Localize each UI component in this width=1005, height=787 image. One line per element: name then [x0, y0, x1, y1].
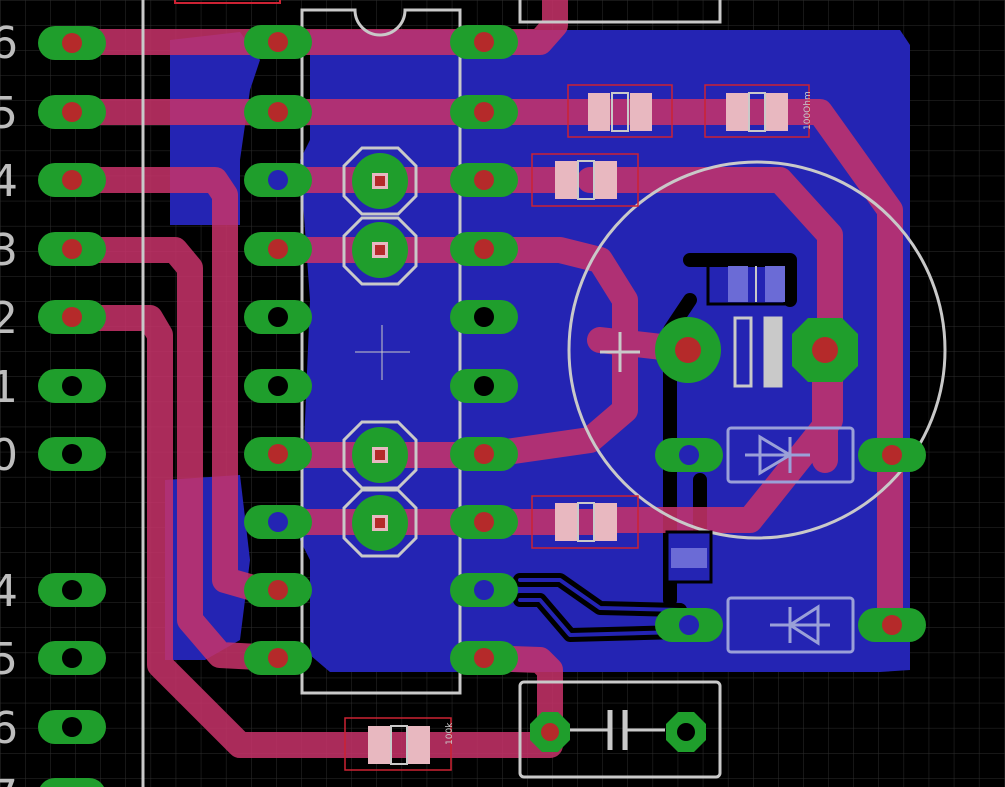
diode-pads: [655, 438, 926, 642]
header-pin[interactable]: [38, 437, 106, 471]
smd-part-vertical[interactable]: [665, 530, 713, 584]
pin-label: 0: [0, 430, 18, 481]
smd-resistors: 100Ohm 100k: [344, 84, 813, 771]
header-pin[interactable]: [38, 95, 106, 129]
ic-pin[interactable]: [450, 573, 518, 607]
vias: [352, 153, 408, 551]
pin-label: 6: [0, 703, 18, 754]
ic-pin[interactable]: [244, 369, 312, 403]
via[interactable]: [352, 495, 408, 551]
diode-pad[interactable]: [655, 608, 723, 642]
ceramic-cap-pad[interactable]: [666, 712, 706, 752]
pin-label: 4: [0, 566, 18, 617]
ceramic-cap-pad[interactable]: [530, 712, 570, 752]
diode-pad[interactable]: [655, 438, 723, 472]
ic-pin[interactable]: [450, 505, 518, 539]
ic-pin[interactable]: [450, 232, 518, 266]
bottom-traces: [518, 578, 682, 637]
diode-pad[interactable]: [858, 608, 926, 642]
ic-pin[interactable]: [244, 25, 312, 59]
header-pins: [38, 26, 106, 787]
ic-pin[interactable]: [450, 300, 518, 334]
resistor-r5-value: 100k: [445, 722, 455, 745]
header-pin[interactable]: [38, 641, 106, 675]
cap-pad-negative[interactable]: [792, 318, 858, 382]
via-outlines: [342, 146, 418, 558]
via[interactable]: [352, 153, 408, 209]
pin-label: 2: [0, 293, 18, 344]
pin-label: 5: [0, 634, 18, 685]
header-pin[interactable]: [38, 300, 106, 334]
header-pin[interactable]: [38, 26, 106, 60]
resistor-r3[interactable]: [531, 153, 639, 207]
ic-pin[interactable]: [244, 95, 312, 129]
ic-pin[interactable]: [244, 641, 312, 675]
electrolytic-cap-pads: [655, 317, 858, 383]
ic-pin[interactable]: [244, 437, 312, 471]
partial-component-outline: [174, 0, 281, 4]
ic-pin[interactable]: [244, 505, 312, 539]
via[interactable]: [352, 427, 408, 483]
pin-label: 5: [0, 88, 18, 139]
pin-label: 3: [0, 225, 18, 276]
ic-pin[interactable]: [244, 300, 312, 334]
header-pin[interactable]: [38, 163, 106, 197]
resistor-r4[interactable]: [531, 495, 639, 549]
resistor-r2-value: 100Ohm: [803, 91, 813, 130]
ic-pin[interactable]: [244, 163, 312, 197]
resistor-r1[interactable]: [567, 84, 673, 138]
ic-pin[interactable]: [450, 641, 518, 675]
pin-label: 6: [0, 18, 18, 69]
resistor-r2[interactable]: 100Ohm: [704, 84, 813, 138]
ic-pin[interactable]: [450, 95, 518, 129]
ic-pin[interactable]: [450, 437, 518, 471]
header-pin-labels: 6 5 4 3 2 1 0 4 5 6 7: [0, 18, 18, 787]
via[interactable]: [352, 222, 408, 278]
ceramic-cap-pads: [530, 712, 706, 752]
header-pin[interactable]: [38, 573, 106, 607]
header-pin[interactable]: [38, 710, 106, 744]
ic-pin[interactable]: [450, 163, 518, 197]
ic-pins-right: [450, 25, 518, 675]
pin-label: 1: [0, 362, 18, 413]
header-pin[interactable]: [38, 232, 106, 266]
pin-label: 7: [0, 771, 18, 787]
header-pin[interactable]: [38, 778, 106, 787]
ic-pin[interactable]: [450, 369, 518, 403]
silkscreen-layer: [141, 0, 947, 787]
ic-pin[interactable]: [450, 25, 518, 59]
pin-label: 4: [0, 156, 18, 207]
ic-pin[interactable]: [244, 573, 312, 607]
smd-part-bottom[interactable]: [706, 260, 792, 306]
resistor-r5[interactable]: 100k: [344, 717, 455, 771]
ic-pin[interactable]: [244, 232, 312, 266]
diode-pad[interactable]: [858, 438, 926, 472]
header-pin[interactable]: [38, 369, 106, 403]
ic-pins-left: [244, 25, 312, 675]
cap-pad-positive[interactable]: [655, 317, 721, 383]
